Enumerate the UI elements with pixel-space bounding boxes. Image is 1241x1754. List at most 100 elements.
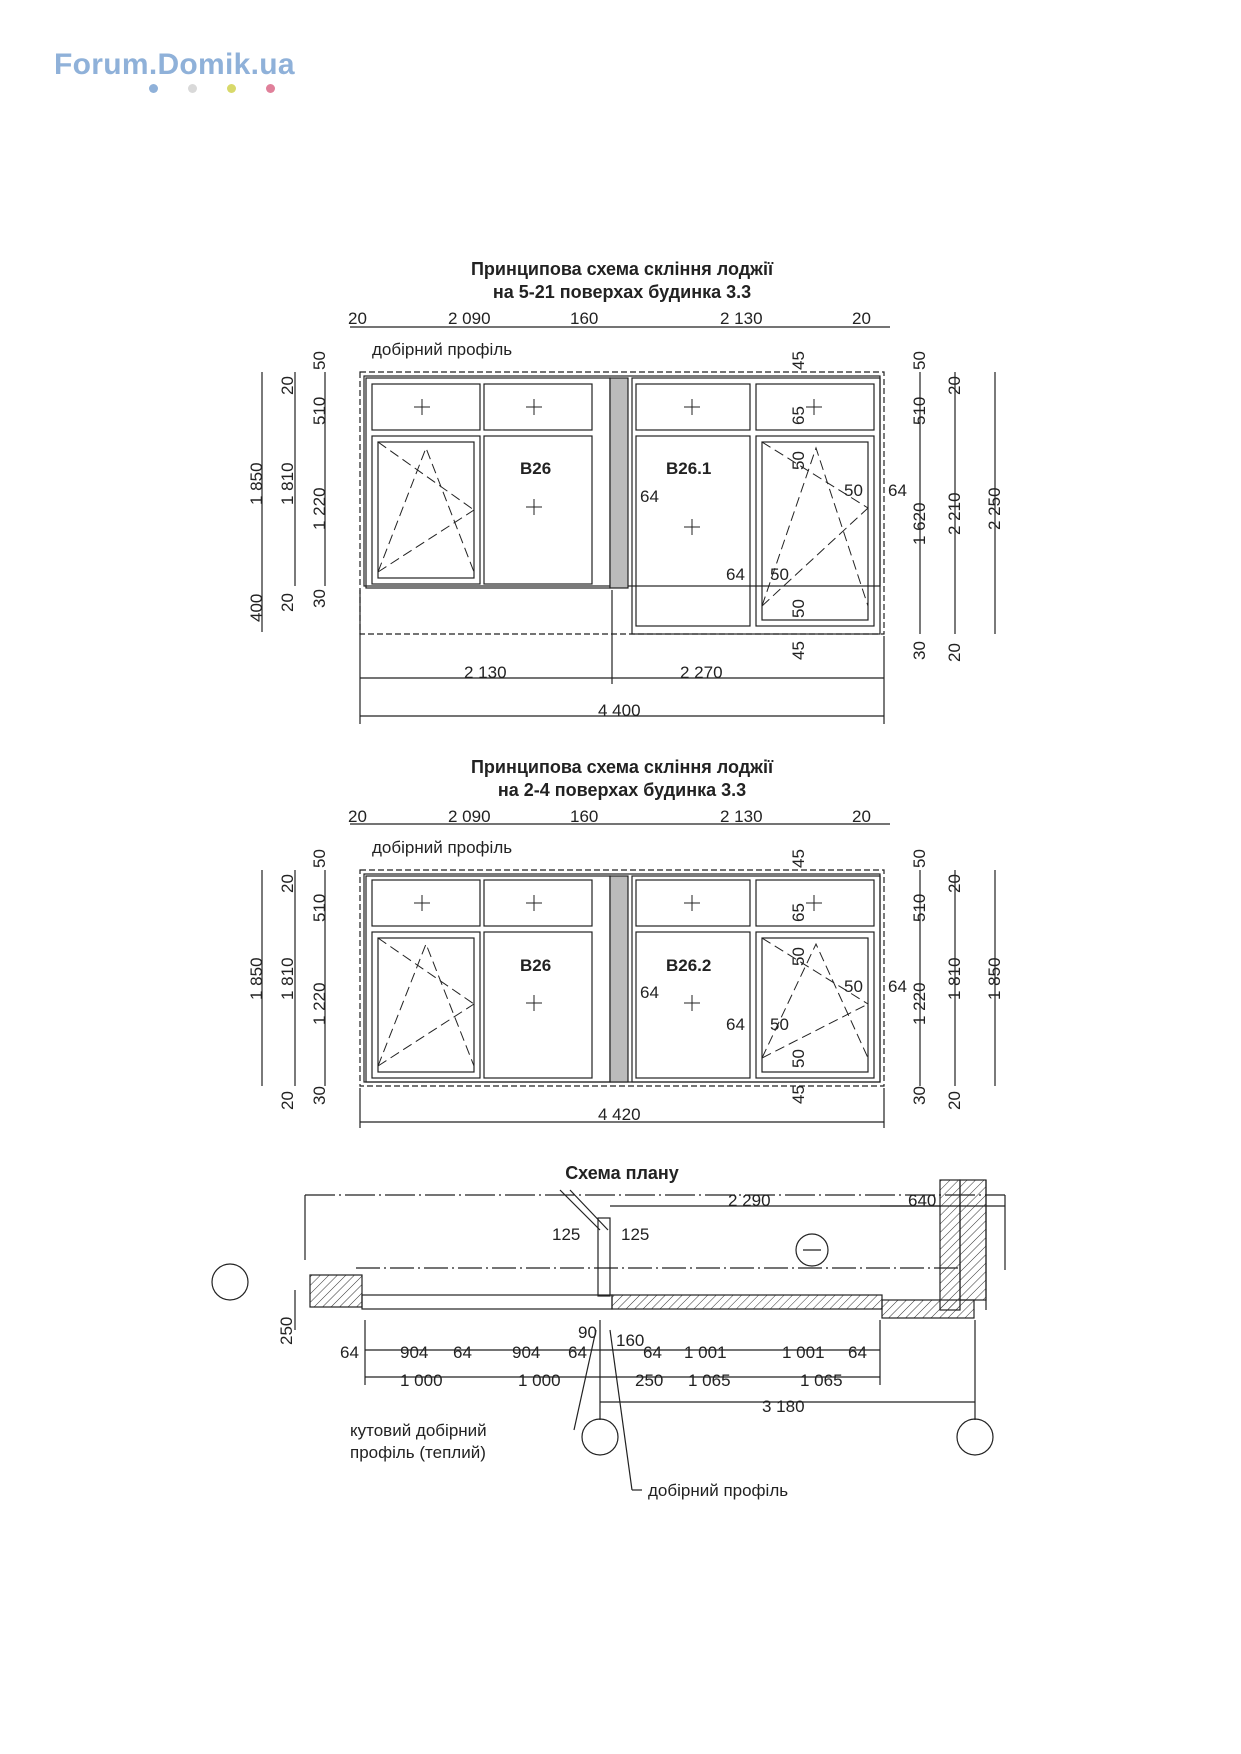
d1-dim-inner: 45 <box>789 351 808 370</box>
d2-profile-label: добірний профіль <box>372 838 512 857</box>
d2-dim-inner: 45 <box>789 849 808 868</box>
plan-dim-row1: 160 <box>616 1331 644 1350</box>
d2-dim-right: 30 <box>910 1086 929 1105</box>
d1-dim-top: 20 <box>348 309 367 328</box>
plan-dim-row1: 64 <box>340 1343 359 1362</box>
d2-dim-left: 1 220 <box>310 982 329 1025</box>
d2-dim-left: 50 <box>310 849 329 868</box>
diagram2-title-line2: на 2-4 поверхах будинка 3.3 <box>497 780 747 800</box>
plan-dim-top: 125 <box>552 1225 580 1244</box>
d1-outer-frame <box>359 371 885 635</box>
d1-dim-inner: 50 <box>789 451 808 470</box>
plan-dim-row2: 1 000 <box>518 1371 561 1390</box>
d2-dim-inner: 65 <box>789 903 808 922</box>
plan-text: 2 290 640 125 125 250 64 904 64 904 64 9… <box>277 1191 936 1500</box>
d2-dim-right: 1 220 <box>910 982 929 1025</box>
logo-dot <box>266 84 275 93</box>
d2-dim-right: 20 <box>945 1091 964 1110</box>
d1-dim-left: 1 220 <box>310 487 329 530</box>
d1-dim-inner: 65 <box>789 406 808 425</box>
logo-dot <box>227 84 236 93</box>
plan-dim-row1: 904 <box>400 1343 428 1362</box>
d1-dim-bottom: 4 400 <box>598 701 641 720</box>
d2-label: В26 <box>520 956 551 975</box>
d1-dim-right: 2 210 <box>945 492 964 535</box>
plan-dim-row1: 1 001 <box>684 1343 727 1362</box>
d1-dim-right: 510 <box>910 397 929 425</box>
diagram2-title: Принципова схема скління лоджії на 2-4 п… <box>322 756 922 802</box>
plan-dim-row1: 64 <box>848 1343 867 1362</box>
d2-dim-right: 1 810 <box>945 957 964 1000</box>
d2-dim-left: 1 810 <box>278 957 297 1000</box>
diagram1 <box>261 326 996 724</box>
d1-dim-inner: 50 <box>844 481 863 500</box>
plan-dim-row2: 1 065 <box>800 1371 843 1390</box>
plan-callout1-line2: профіль (теплий) <box>350 1443 486 1462</box>
d1-dim-inner: 45 <box>789 641 808 660</box>
d1-dim-left: 1 810 <box>278 462 297 505</box>
d2-dim-inner: 50 <box>789 1049 808 1068</box>
d2-dim-top: 2 090 <box>448 807 491 826</box>
d1-dim-inner: 50 <box>789 599 808 618</box>
d2-dim-right: 510 <box>910 894 929 922</box>
diagram2-text: 20 2 090 160 2 130 20 добірний профіль В… <box>247 807 1004 1124</box>
plan-dim-row1: 90 <box>578 1323 597 1342</box>
d2-dim-inner: 64 <box>726 1015 745 1034</box>
diagram1-text: 20 2 090 160 2 130 20 добірний профіль В… <box>247 309 1004 720</box>
axis-marker-minus <box>795 1233 829 1267</box>
d1-dim-left: 50 <box>310 351 329 370</box>
d1-dim-top: 2 130 <box>720 309 763 328</box>
d2-dim-left: 510 <box>310 894 329 922</box>
d1-dim-right: 50 <box>910 351 929 370</box>
d1-dim-right: 2 250 <box>985 487 1004 530</box>
d1-dim-top: 20 <box>852 309 871 328</box>
plan-dim-row2: 1 065 <box>688 1371 731 1390</box>
d2-dim-left: 30 <box>310 1086 329 1105</box>
d2-dim-left: 20 <box>278 1091 297 1110</box>
plan <box>211 1179 1006 1491</box>
axis-marker-bottom-left <box>581 1418 619 1456</box>
d2-dim-top: 20 <box>852 807 871 826</box>
d2-dim-inner: 50 <box>770 1015 789 1034</box>
plan-dim-left: 250 <box>277 1317 296 1345</box>
d1-dim-left: 20 <box>278 376 297 395</box>
d2-dim-top: 2 130 <box>720 807 763 826</box>
d1-dim-right: 30 <box>910 641 929 660</box>
d2-outer-frame <box>359 869 885 1087</box>
plan-dim-top: 2 290 <box>728 1191 771 1210</box>
logo-text: Forum.Domik.ua <box>54 48 295 81</box>
plan-dim-row1: 64 <box>453 1343 472 1362</box>
d2-dim-inner: 50 <box>789 947 808 966</box>
diagram1-title-line1: Принципова схема скління лоджії <box>470 259 774 279</box>
axis-marker-left <box>211 1263 249 1301</box>
d2-dim-top: 160 <box>570 807 598 826</box>
plan-dim-row1: 64 <box>643 1343 662 1362</box>
d2-dim-left: 20 <box>278 874 297 893</box>
d2-dim-inner: 45 <box>789 1085 808 1104</box>
plan-title-text: Схема плану <box>565 1163 679 1183</box>
d1-dim-left: 20 <box>278 593 297 612</box>
diagram1-title: Принципова схема скління лоджії на 5-21 … <box>322 258 922 304</box>
d1-dim-inner: 64 <box>888 481 907 500</box>
axis-marker-bottom-right <box>956 1418 994 1456</box>
plan-dim-row2: 250 <box>635 1371 663 1390</box>
diagram2-title-line1: Принципова схема скління лоджії <box>470 757 774 777</box>
logo-dot <box>188 84 197 93</box>
plan-title: Схема плану <box>322 1162 922 1185</box>
d1-dim-right: 1 620 <box>910 502 929 545</box>
d1-label: В26.1 <box>666 459 711 478</box>
plan-callout1-line1: кутовий добірний <box>350 1421 487 1440</box>
d1-dim-inner: 64 <box>726 565 745 584</box>
d2-dim-left: 1 850 <box>247 957 266 1000</box>
d1-dim-bottom: 2 270 <box>680 663 723 682</box>
plan-dim-row1: 64 <box>568 1343 587 1362</box>
d2-dim-inner: 64 <box>888 977 907 996</box>
d2-dim-inner: 50 <box>844 977 863 996</box>
d2-dim-top: 20 <box>348 807 367 826</box>
d2-label: В26.2 <box>666 956 711 975</box>
d2-dim-right: 20 <box>945 874 964 893</box>
plan-dim-total: 3 180 <box>762 1397 805 1416</box>
plan-dim-row1: 1 001 <box>782 1343 825 1362</box>
d2-dim-right: 1 850 <box>985 957 1004 1000</box>
